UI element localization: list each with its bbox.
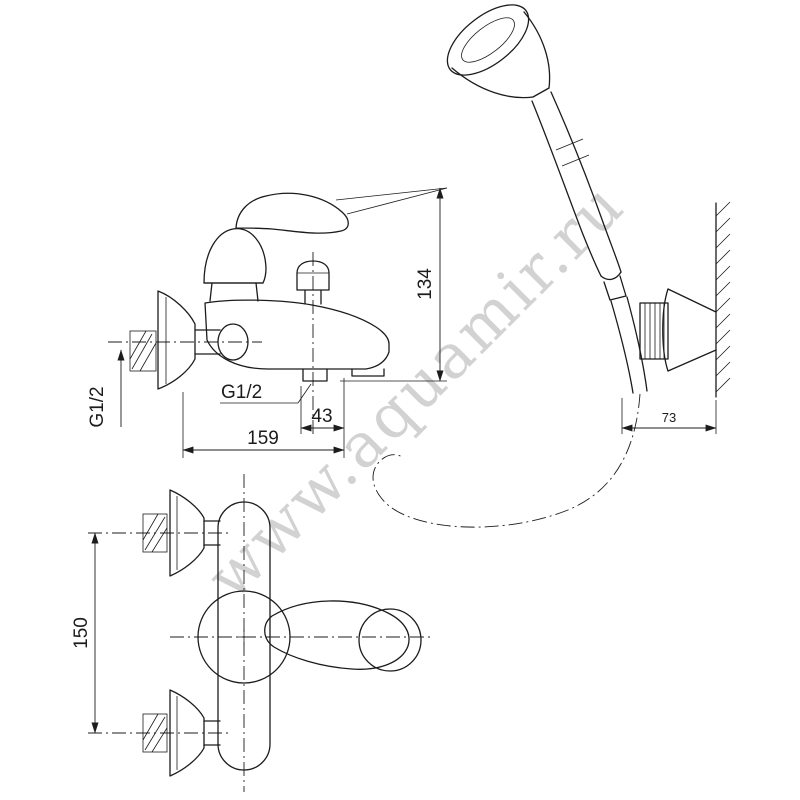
nipple-hatch [129,330,157,372]
bracket-knob [639,302,669,360]
inlet-nipple [129,330,157,372]
wall-hatch [715,201,731,393]
hand-shower-drawing [372,4,731,528]
dim-159-label: 159 [247,428,279,449]
lever-front [264,600,410,670]
top-escutcheon [169,489,205,577]
lever-knob-front [358,608,422,672]
dim-134-label: 134 [415,268,436,300]
escutcheon [157,290,196,390]
hose-routing-centerline [372,393,641,528]
spout-mouth [351,368,385,377]
thread-inlet-label: G1/2 [87,386,108,427]
front-view-dimensions: 150 [71,532,99,734]
hose-connector [603,275,627,301]
side-view-dimensions: 134 43 159 G1/2 G1/2 [87,187,448,458]
lever-handle [235,192,349,234]
dim-73-label: 73 [662,410,676,425]
dome-cap [203,228,267,284]
hose-outlet [302,368,328,382]
shower-hose [610,300,634,394]
spout [204,299,390,370]
dim-150-label: 150 [71,617,92,649]
thread-outlet-label: G1/2 [221,382,262,403]
shower-handle [531,100,602,277]
shower-dimensions: 73 [621,398,717,434]
dim-43-label: 43 [311,406,332,427]
shower-head [446,4,530,76]
front-view-drawing [88,474,432,792]
bottom-escutcheon [169,689,205,777]
wall-bracket [662,288,669,372]
side-view-drawing [108,192,390,434]
